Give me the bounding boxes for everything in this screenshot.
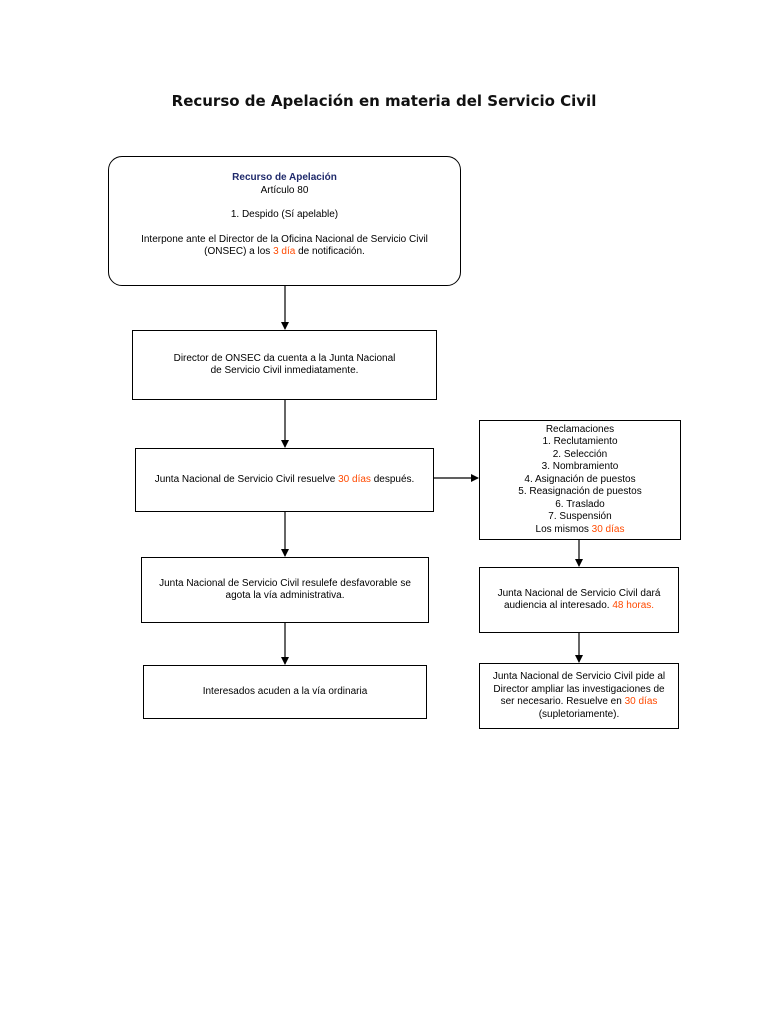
audiencia-line1: Junta Nacional de Servicio Civil dará xyxy=(497,587,661,599)
reclamaciones-item: 1. Reclutamiento xyxy=(542,436,618,448)
recurso-interpone-line2: (ONSEC) a los 3 día de notificación. xyxy=(204,246,365,257)
investigaciones-line2: Director ampliar las investigaciones de xyxy=(493,683,665,695)
box-investigaciones: Junta Nacional de Servicio Civil pide al… xyxy=(479,663,679,729)
box-director-onsec: Director de ONSEC da cuenta a la Junta N… xyxy=(132,330,437,400)
recurso-interpone-line1: Interpone ante el Director de la Oficina… xyxy=(141,233,428,245)
reclamaciones-item: 5. Reasignación de puestos xyxy=(518,486,642,498)
investigaciones-plazo-highlight: 30 días xyxy=(624,696,658,707)
reclamaciones-item: 6. Traslado xyxy=(555,498,605,510)
box-audiencia: Junta Nacional de Servicio Civil dará au… xyxy=(479,567,679,633)
junta-resuelve-text: Junta Nacional de Servicio Civil resuelv… xyxy=(154,473,415,485)
reclamaciones-footer: Los mismos 30 días xyxy=(535,523,625,535)
reclamaciones-item: 7. Suspensión xyxy=(548,511,612,523)
investigaciones-line4: (supletoriamente). xyxy=(538,708,620,720)
director-line2: de Servicio Civil inmediatamente. xyxy=(210,365,359,376)
junta-resuelve-plazo-highlight: 30 días xyxy=(338,473,371,485)
audiencia-plazo-highlight: 48 horas. xyxy=(612,600,655,611)
ordinaria-text: Interesados acuden a la vía ordinaria xyxy=(202,685,368,697)
reclamaciones-plazo-highlight: 30 días xyxy=(591,523,625,535)
desfavorable-line1: Junta Nacional de Servicio Civil resulef… xyxy=(159,577,411,589)
recurso-despido: 1. Despido (Sí apelable) xyxy=(230,209,339,220)
recurso-plazo-highlight: 3 día xyxy=(273,246,296,257)
reclamaciones-item: 3. Nombramiento xyxy=(541,461,619,473)
desfavorable-line2: agota la vía administrativa. xyxy=(225,590,345,601)
box-reclamaciones: Reclamaciones 1. Reclutamiento 2. Selecc… xyxy=(479,420,681,540)
box-recurso-apelacion: Recurso de Apelación Artículo 80 1. Desp… xyxy=(108,156,461,286)
reclamaciones-heading: Reclamaciones xyxy=(545,423,615,435)
box-junta-resuelve: Junta Nacional de Servicio Civil resuelv… xyxy=(135,448,434,512)
box-resuelve-desfavorable: Junta Nacional de Servicio Civil resulef… xyxy=(141,557,429,623)
audiencia-line2: audiencia al interesado. 48 horas. xyxy=(503,600,655,611)
recurso-articulo: Artículo 80 xyxy=(260,184,309,196)
reclamaciones-item: 2. Selección xyxy=(552,448,608,460)
investigaciones-line1: Junta Nacional de Servicio Civil pide al xyxy=(492,671,666,682)
investigaciones-line3: ser necesario. Resuelve en 30 días xyxy=(500,696,658,707)
director-line1: Director de ONSEC da cuenta a la Junta N… xyxy=(173,352,396,364)
recurso-heading: Recurso de Apelación xyxy=(232,172,337,183)
reclamaciones-item: 4. Asignación de puestos xyxy=(524,473,636,485)
box-via-ordinaria: Interesados acuden a la vía ordinaria xyxy=(143,665,427,719)
page-title: Recurso de Apelación en materia del Serv… xyxy=(171,92,597,110)
